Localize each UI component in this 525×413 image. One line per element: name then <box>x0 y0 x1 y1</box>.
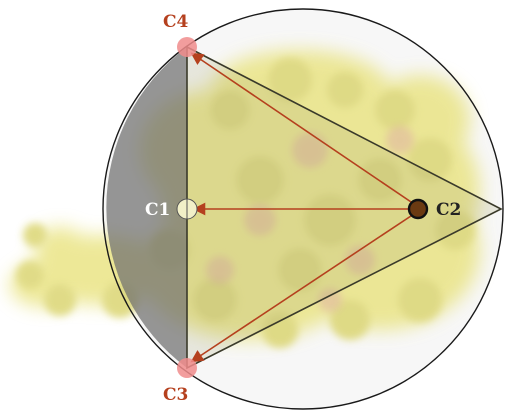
protein-surface <box>10 50 480 348</box>
label-c3: C3 <box>163 385 188 405</box>
label-c4: C4 <box>163 12 189 32</box>
shaded-segment <box>106 47 187 368</box>
c3-marker <box>177 358 197 378</box>
label-c1: C1 <box>145 200 170 220</box>
c4-marker <box>177 37 197 57</box>
arrow-c2-to-c3 <box>190 211 418 363</box>
c2-marker <box>407 198 429 220</box>
arrow-c2-to-c4 <box>190 52 418 207</box>
outer-circle <box>102 8 504 410</box>
label-c2: C2 <box>436 200 461 220</box>
